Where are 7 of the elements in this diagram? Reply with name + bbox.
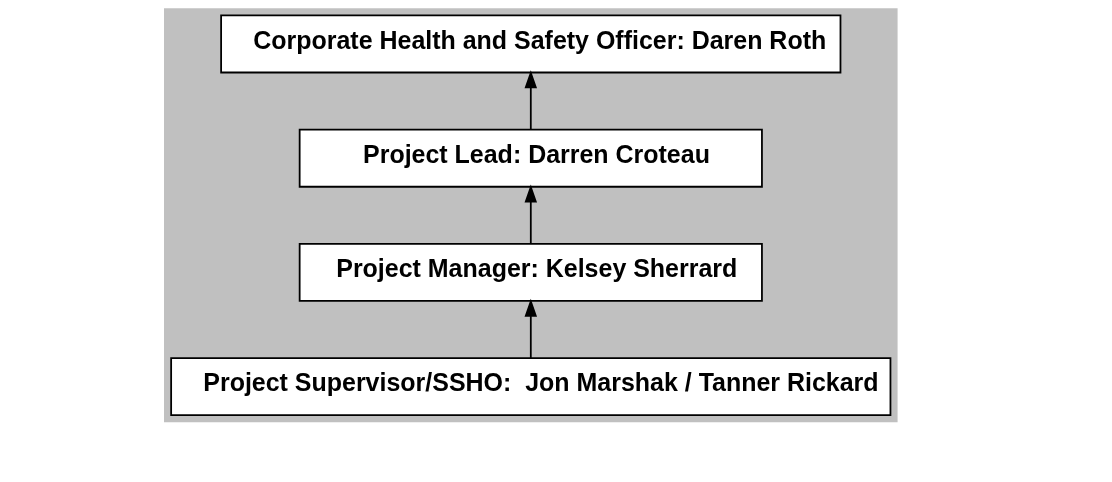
node-box: Corporate Health and Safety Officer: Daren Roth <box>219 14 841 74</box>
node-box: Project Manager: Kelsey Sherrard <box>298 242 763 302</box>
node-box: Project Lead: Darren Croteau <box>298 128 763 188</box>
node-box: Project Supervisor/SSHO: Jon Marshak / Tanner Rickard <box>169 357 891 417</box>
arrow <box>524 70 537 131</box>
arrow <box>524 298 537 359</box>
arrow <box>524 184 537 245</box>
